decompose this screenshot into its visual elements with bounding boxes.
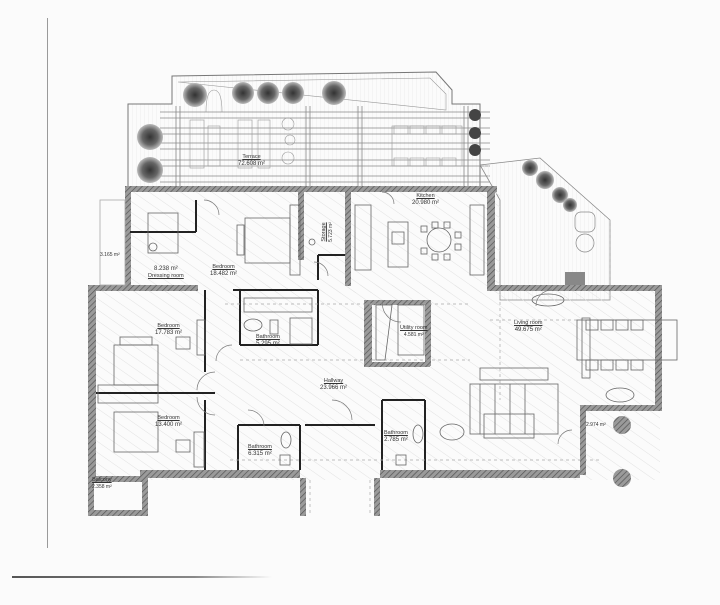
terrace (127, 71, 490, 189)
room-label-loggia: 2.974 m² (586, 422, 606, 428)
room-label-dressing: 8.238 m² Dressing room (148, 266, 184, 279)
room-label-kitchen: Kitchen 20.980 m² (412, 193, 440, 206)
room-label-living: Living room 49.675 m² (514, 320, 543, 333)
columns (613, 416, 631, 487)
room-label-bath2: Bathroom 6.315 m² (248, 444, 272, 457)
room-label-terrace: Terrace 72.608 m² (238, 154, 266, 167)
room-label-balcony-small: Balcony 2.358 m² (92, 477, 112, 490)
scan-edge-line (12, 576, 272, 578)
room-label-bedroom2: Bedroom 17.783 m² (155, 323, 183, 336)
walls (88, 186, 662, 516)
room-label-hallway: Hallway 23.966 m² (320, 378, 348, 391)
interior-floor (90, 188, 660, 480)
room-label-bedroom3: Bedroom 13.400 m² (155, 415, 183, 428)
room-label-storage: Storage 5.723 m² (320, 222, 334, 242)
room-label-balcony-left: 3.165 m² (100, 252, 120, 258)
margin-line (47, 18, 48, 548)
doors (196, 191, 573, 445)
room-label-bath1: Bathroom 5.295 m² (256, 334, 280, 347)
room-label-bath3: Bathroom 2.785 m² (384, 430, 408, 443)
room-label-bedroom1: Bedroom 18.482 m² (210, 264, 238, 277)
room-label-utility: Utility room 4.581 m² (400, 325, 428, 338)
dashed-lines (225, 220, 611, 515)
tree-icon (137, 81, 481, 183)
furniture (97, 199, 678, 468)
